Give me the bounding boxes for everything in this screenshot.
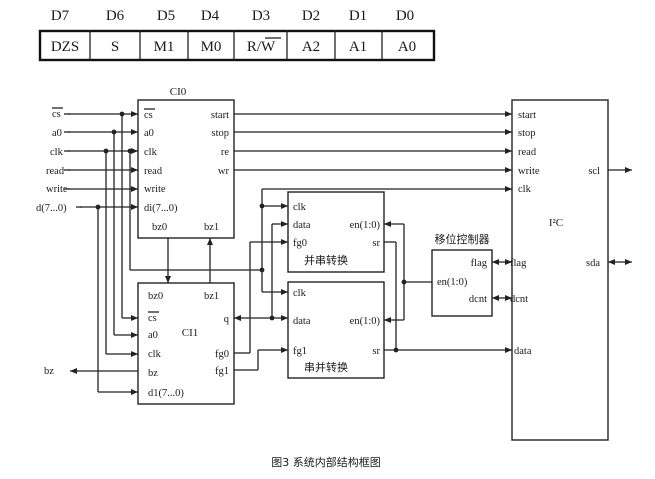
serial-to-parallel-title: 串并转换 [304,360,348,374]
i2c-port-write: write [518,166,540,177]
field-m0: M0 [201,39,222,55]
s2p-port-data: data [293,316,311,327]
ci0-port-clk: clk [144,147,158,158]
input-a0: a0 [52,128,62,139]
figure-caption: 图3 系统内部结构框图 [271,455,381,469]
i2c-port-read: read [518,147,537,158]
control-register: D7 D6 D5 D4 D3 D2 D1 D0 DZS S M1 M0 R/W … [38,8,436,62]
input-clk: clk [50,147,64,158]
ci0-title: CI0 [170,86,187,98]
ci1-port-fg0: fg0 [215,349,229,360]
bit-label-d4: D4 [201,8,220,24]
ci1-port-bz: bz [148,368,158,379]
ci0-port-a0: a0 [144,128,154,139]
ci0-port-cs: cs [144,110,153,121]
serial-to-parallel-block [287,281,385,379]
bit-label-d2: D2 [302,8,320,24]
arrowheads [70,111,632,395]
p2s-port-fg0: fg0 [293,238,307,249]
bit-label-d3: D3 [252,8,270,24]
parallel-to-serial-block [287,191,385,273]
ci0-block [137,99,235,239]
bit-label-d7: D7 [51,8,70,24]
i2c-port-clk: clk [518,184,532,195]
ci0-port-wr: wr [218,166,230,177]
bit-label-d1: D1 [349,8,367,24]
s2p-port-fg1: fg1 [293,346,307,357]
ci1-title: CI1 [182,327,199,339]
i2c-port-stop: stop [518,128,536,139]
junctions [95,111,407,353]
ci1-port-a0: a0 [148,330,158,341]
shift-controller-title: 移位控制器 [435,232,490,246]
register-frame [38,29,436,62]
input-read: read [46,166,65,177]
i2c-port-dcnt: dcnt [510,294,528,305]
i2c-port-scl: scl [588,166,600,177]
bit-label-d5: D5 [157,8,175,24]
bit-label-d0: D0 [396,8,414,24]
output-bz: bz [44,366,54,377]
shift-port-dcnt: dcnt [469,294,487,305]
input-write: write [46,184,68,195]
input-data-bus: d(7...0) [36,203,67,214]
ci0-port-start: start [211,110,229,121]
i2c-title: I²C [549,217,563,229]
p2s-port-data: data [293,220,311,231]
ci1-port-clk: clk [148,349,162,360]
ci0-port-di: di(7...0) [144,203,178,214]
ci0-port-re: re [221,147,229,158]
i2c-port-start: start [518,110,536,121]
ci0-port-bz1: bz1 [204,222,219,233]
field-dzs: DZS [51,39,79,55]
input-cs: cs [52,109,61,120]
ci1-port-bz1: bz1 [204,291,219,302]
ci1-port-fg1: fg1 [215,366,229,377]
i2c-port-data: data [514,346,532,357]
shift-port-en: en(1:0) [437,277,468,288]
ci1-port-cs: cs [148,313,157,324]
ci0-port-write: write [144,184,166,195]
p2s-port-sr: sr [372,238,380,249]
i2c-block [511,99,609,441]
ci0-port-bz0: bz0 [152,222,167,233]
s2p-port-en: en(1:0) [350,316,381,327]
p2s-port-en: en(1:0) [350,220,381,231]
ci1-port-bz0: bz0 [148,291,163,302]
shift-port-flag: flag [471,258,488,269]
ci1-port-q: q [224,314,230,325]
field-s: S [111,39,119,55]
field-a0: A0 [398,39,416,55]
field-rw: R/W [247,39,276,55]
ci1-port-d1: d1(7...0) [148,388,184,399]
i2c-port-sda: sda [586,258,600,269]
i2c-port-flag: flag [510,258,527,269]
s2p-port-sr: sr [372,346,380,357]
shift-controller-block [431,249,493,317]
input-pin-stubs [64,113,82,208]
field-a2: A2 [302,39,320,55]
parallel-to-serial-title: 并串转换 [304,253,348,267]
s2p-port-clk: clk [293,288,307,299]
p2s-port-clk: clk [293,202,307,213]
field-m1: M1 [154,39,175,55]
ci0-port-stop: stop [211,128,229,139]
bit-label-d6: D6 [106,8,125,24]
field-a1: A1 [349,39,367,55]
ci0-port-read: read [144,166,163,177]
ci1-block [137,282,235,405]
